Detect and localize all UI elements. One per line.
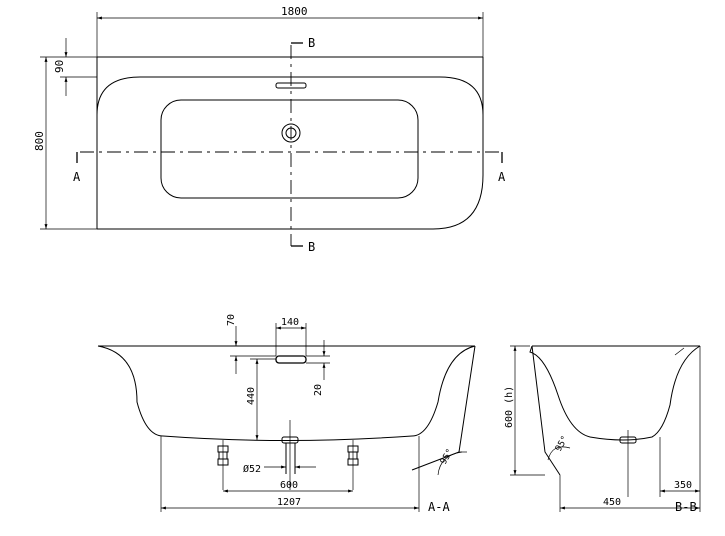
foot-left (217, 440, 229, 490)
section-mark-a-right: A (498, 170, 506, 184)
section-mark-a-left: A (73, 170, 81, 184)
section-title-b-b: B-B (675, 500, 697, 514)
dim-140: 140 (281, 317, 299, 328)
angle-a-a: 95° (439, 447, 456, 466)
dim-600: 600 (280, 480, 298, 491)
dim-350: 350 (674, 480, 692, 491)
basin-outline (160, 99, 419, 199)
section-mark-b-top: B (308, 36, 315, 50)
dim-total-height: 600 (h) (504, 386, 515, 428)
plan-view: 1800 800 90 A A B B (33, 5, 506, 254)
overflow-profile (275, 355, 307, 364)
dim-1207: 1207 (277, 497, 301, 508)
dim-440: 440 (246, 387, 257, 405)
section-mark-b-bottom: B (308, 240, 315, 254)
angle-b-b: 95° (554, 434, 571, 453)
section-a-a: 140 70 440 20 Ø52 600 1207 95° A-A (97, 314, 476, 514)
dim-20: 20 (313, 384, 324, 396)
dim-waste-diameter: Ø52 (243, 463, 261, 475)
drain-outer (281, 123, 301, 143)
dim-450: 450 (603, 497, 621, 508)
dim-800: 800 (33, 131, 46, 151)
dim-1800: 1800 (281, 5, 308, 18)
dim-70: 70 (226, 314, 237, 326)
section-title-a-a: A-A (428, 500, 450, 514)
dim-90: 90 (53, 60, 66, 73)
foot-right (347, 440, 359, 490)
section-b-b: 600 (h) 350 450 95° B-B (504, 345, 701, 514)
